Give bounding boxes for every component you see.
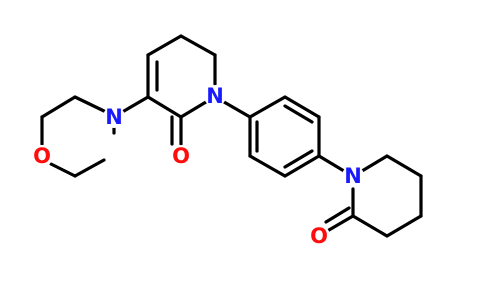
- svg-text:O: O: [172, 144, 190, 168]
- bond-pip-c3-c2: [351, 214, 389, 238]
- atom-n-morpholine: N: [103, 105, 125, 129]
- bond-morph-c-c: [40, 95, 77, 119]
- bond-c2-c3: [146, 95, 183, 119]
- bond-c5-c6: [179, 34, 217, 57]
- bond-pip-c4-c3: [385, 214, 423, 238]
- atom-o-piperidinone: O: [308, 224, 330, 248]
- bond-pip-c2-o: [327, 214, 355, 232]
- bond-n1-c2: [179, 100, 208, 119]
- svg-text:N: N: [344, 164, 362, 188]
- atom-n-piperidinone: N: [342, 164, 364, 188]
- svg-text:O: O: [33, 144, 51, 168]
- bond-n1-phenyl: [222, 100, 252, 119]
- bond-nmorph-c: [73, 95, 106, 113]
- bond-ph-inner-1: [283, 104, 314, 124]
- bond-pip-c6-c5: [385, 154, 423, 178]
- bond-ph-2: [283, 95, 321, 119]
- atom-o-lactam: O: [170, 144, 192, 168]
- bond-morph-c-c2: [73, 158, 106, 178]
- bond-ph-5: [248, 154, 287, 178]
- bond-npip-c6: [360, 154, 389, 173]
- bond-ph-inner-2: [283, 149, 314, 169]
- bond-ph-npip: [317, 154, 346, 173]
- svg-text:N: N: [105, 105, 123, 129]
- bond-c4-c5: [146, 34, 183, 57]
- bond-c3-nmorph: [122, 95, 150, 113]
- atom-o-morpholine: O: [31, 144, 53, 168]
- svg-text:N: N: [206, 84, 224, 108]
- bond-ph-1: [248, 95, 287, 119]
- svg-text:O: O: [310, 224, 328, 248]
- bond-o-morph-c: [49, 162, 77, 178]
- bond-pip-c2-o-inner: [324, 206, 351, 224]
- bond-ph-4: [283, 154, 321, 178]
- atom-n-lactam: N: [204, 84, 226, 108]
